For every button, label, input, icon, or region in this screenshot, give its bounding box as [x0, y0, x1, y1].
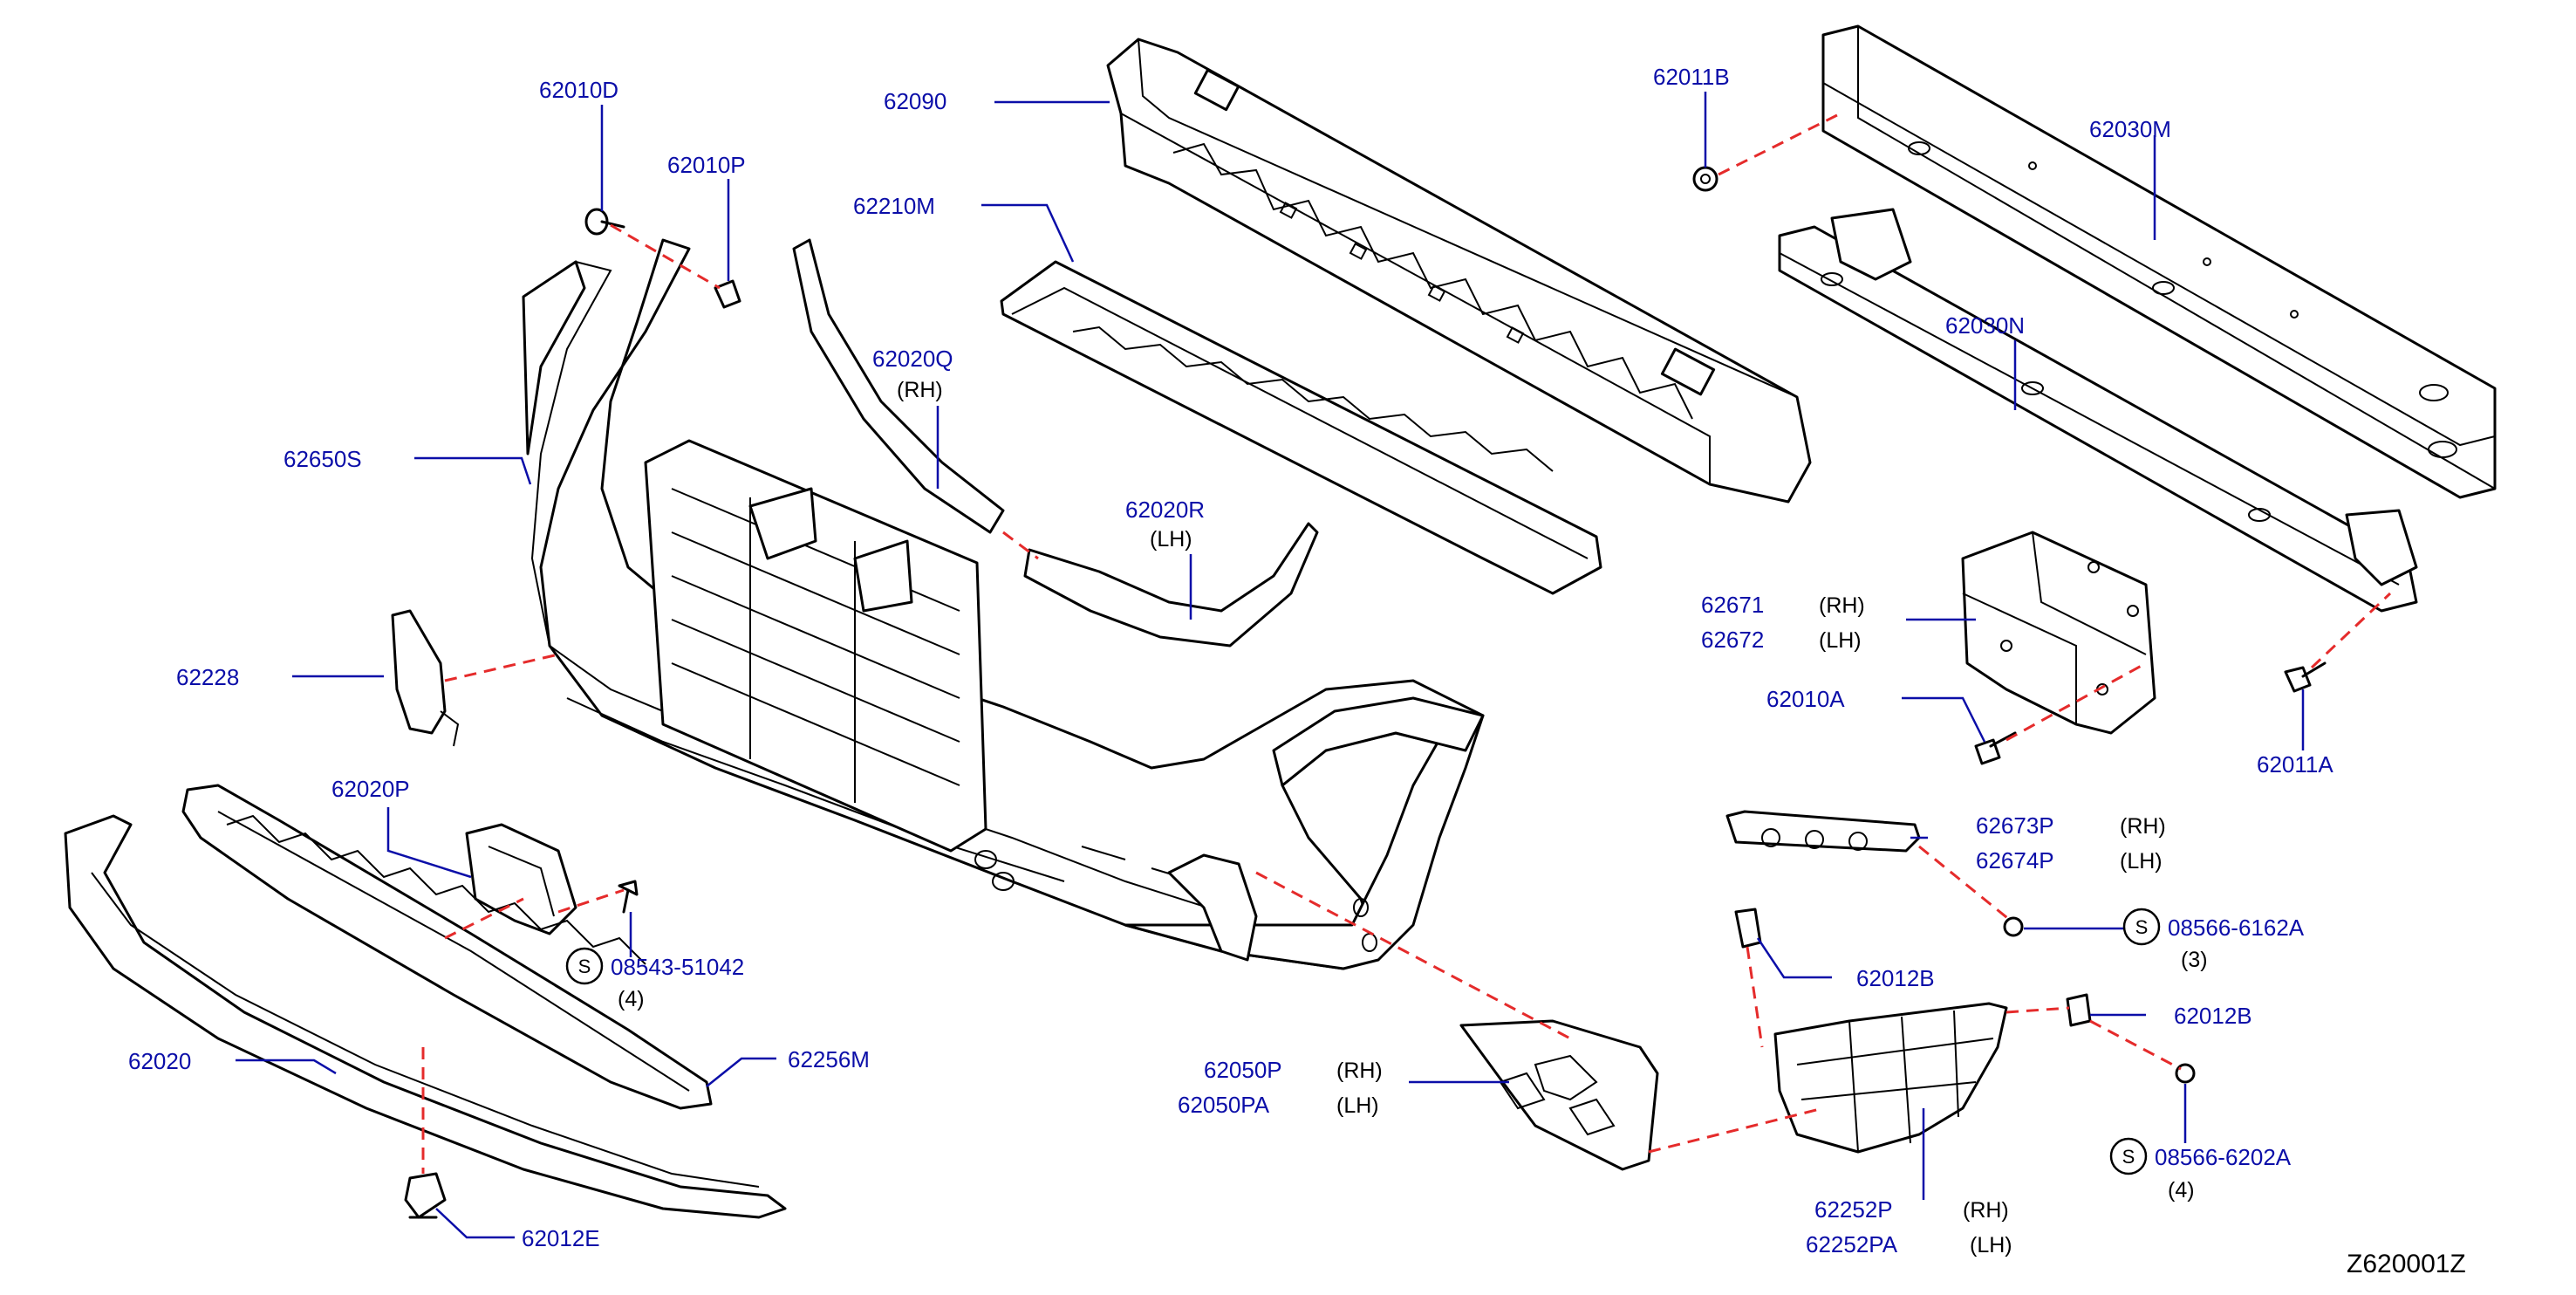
label-62012E: 62012E: [522, 1225, 600, 1251]
label-08543-51042: 08543-51042: [611, 954, 744, 980]
label-08566-6162A: 08566-6162A: [2168, 915, 2305, 941]
part-62030N-reinforcement: [1778, 208, 2418, 613]
part-62050P-finisher: [1459, 1019, 1659, 1171]
fastener-62010D: [584, 208, 625, 236]
note-62671: (RH): [1819, 593, 1865, 618]
part-grille-frame: [644, 439, 987, 853]
fastener-62010A: [1974, 731, 2017, 765]
note-62050PA: (LH): [1336, 1093, 1379, 1118]
fastener-08566-6162A: [2003, 916, 2024, 937]
svg-text:S: S: [2135, 916, 2149, 938]
dash-08566-6202A: [2089, 1019, 2182, 1071]
label-62252PA: 62252PA: [1806, 1231, 1898, 1257]
label-62030M: 62030M: [2089, 116, 2171, 142]
part-62020P-bracket: [465, 823, 577, 935]
fastener-62012B-a: [1734, 908, 1762, 949]
note-62020R: (LH): [1150, 527, 1192, 552]
fastener-62012E: [404, 1172, 447, 1219]
fastener-62011B: [1692, 166, 1718, 192]
dash-62010A: [2005, 661, 2147, 742]
label-62010D: 62010D: [539, 77, 618, 103]
note-62252P: (RH): [1963, 1198, 2009, 1223]
dash-62020P: [444, 897, 524, 940]
diagram-code: Z620001Z: [2347, 1250, 2466, 1278]
label-62030N: 62030N: [1945, 312, 2025, 339]
label-62020P: 62020P: [331, 776, 410, 802]
dash-62020R: [1002, 531, 1039, 560]
label-62012B-a: 62012B: [1856, 965, 1935, 991]
s-symbol-08566-6202A: S: [2109, 1137, 2148, 1175]
part-62256M-lower-grille: [181, 784, 713, 1110]
qty-08543-51042: (4): [618, 987, 645, 1011]
label-62010A: 62010A: [1766, 686, 1845, 712]
label-62673P: 62673P: [1976, 812, 2054, 839]
part-62020Q-molding: [792, 238, 1005, 534]
dash-62011B: [1718, 112, 1841, 176]
label-62011B: 62011B: [1653, 64, 1730, 90]
part-labels: 62010D 62010P 62090 62210M 62020Q (RH) 6…: [128, 64, 2333, 1257]
dash-08543: [557, 888, 625, 914]
part-62650S-bumper-fascia: [522, 238, 1485, 970]
dash-62011A: [2310, 592, 2392, 669]
part-62090-energy-absorber: [1106, 38, 1812, 504]
label-62090: 62090: [884, 88, 946, 114]
part-62030M-reinforcement: [1821, 24, 2497, 499]
label-62671: 62671: [1701, 592, 1764, 618]
qty-08566-6162A: (3): [2181, 948, 2208, 972]
label-62020Q: 62020Q: [872, 346, 953, 372]
label-62010P: 62010P: [667, 152, 746, 178]
label-62256M: 62256M: [788, 1046, 870, 1072]
svg-text:S: S: [2122, 1146, 2135, 1168]
label-62672: 62672: [1701, 627, 1764, 653]
svg-text:S: S: [578, 956, 591, 977]
fastener-62010P: [714, 279, 741, 309]
note-62050P: (RH): [1336, 1059, 1383, 1083]
dash-62228: [444, 653, 559, 682]
label-62650S: 62650S: [284, 446, 362, 472]
fastener-62011A: [2284, 661, 2327, 693]
dash-62010D: [610, 223, 721, 290]
label-62011A: 62011A: [2257, 751, 2333, 778]
part-62671-bracket: [1961, 531, 2156, 735]
label-62674P: 62674P: [1976, 847, 2054, 874]
s-symbol-08543: S: [565, 947, 604, 985]
label-62020: 62020: [128, 1048, 191, 1074]
part-62210M-absorber: [1000, 260, 1602, 595]
assembly-lines: [421, 112, 2392, 1174]
label-62252P: 62252P: [1814, 1196, 1893, 1223]
label-62210M: 62210M: [853, 193, 935, 219]
part-62020-lower-molding: [64, 814, 787, 1219]
fastener-08566-6202A: [2175, 1063, 2196, 1084]
part-62020R-molding: [1023, 522, 1319, 648]
label-62050PA: 62050PA: [1178, 1092, 1270, 1118]
note-62674P: (LH): [2120, 849, 2163, 874]
qty-08566-6202A: (4): [2168, 1178, 2195, 1202]
label-62228: 62228: [176, 664, 239, 690]
part-62252P-air-guide: [1773, 1002, 2008, 1154]
label-62020R: 62020R: [1125, 497, 1205, 523]
part-62228-tow-hook-cover: [391, 609, 460, 747]
leader-lines: [236, 92, 2305, 1239]
dash-62050P-62252P: [1648, 1107, 1824, 1154]
label-08566-6202A: 08566-6202A: [2155, 1144, 2292, 1170]
note-62020Q: (RH): [897, 378, 943, 402]
note-62252PA: (LH): [1970, 1233, 2012, 1257]
note-62672: (LH): [1819, 628, 1862, 653]
fastener-62012B-b: [2066, 993, 2092, 1027]
label-62050P: 62050P: [1204, 1057, 1282, 1083]
s-symbol-08566-6162A: S: [2122, 908, 2161, 946]
label-62012B-b: 62012B: [2174, 1003, 2252, 1029]
fastener-08543-51042: [618, 880, 639, 914]
part-62673P-bracket: [1725, 810, 1921, 853]
dash-62012B-b: [2005, 1006, 2070, 1014]
note-62673P: (RH): [2120, 814, 2166, 839]
dash-62012B-a: [1746, 946, 1764, 1048]
